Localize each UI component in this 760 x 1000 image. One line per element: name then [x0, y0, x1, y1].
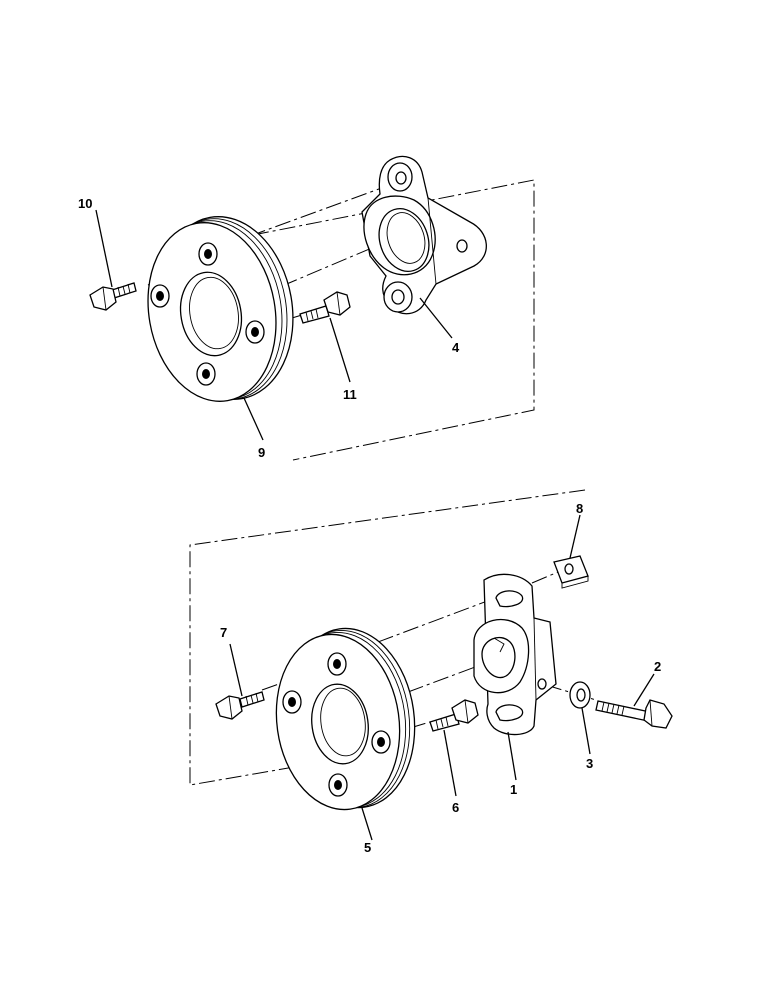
- lower-axis-bolt2: [545, 684, 597, 701]
- leader-8: [569, 514, 581, 559]
- label-2: 2: [654, 659, 661, 674]
- leader-2: [633, 673, 655, 707]
- leader-4: [419, 297, 453, 339]
- part-11-bolt: [299, 291, 351, 324]
- part-8-shim: [553, 555, 589, 589]
- label-5: 5: [364, 840, 371, 855]
- part-4-flange-housing: [361, 155, 487, 315]
- leader-11: [329, 317, 351, 383]
- leader-9: [243, 397, 264, 441]
- lower-axis-shim: [531, 571, 559, 584]
- leader-3: [581, 707, 591, 755]
- label-8: 8: [576, 501, 583, 516]
- part-9-pulley: [147, 216, 294, 402]
- part-7-bolt: [215, 691, 265, 720]
- upper-assembly: 10 11 4 9: [78, 155, 535, 461]
- label-3: 3: [586, 756, 593, 771]
- leader-1: [507, 731, 517, 781]
- label-9: 9: [258, 445, 265, 460]
- leader-5: [361, 807, 373, 841]
- lower-plane-outline: [189, 489, 586, 786]
- label-6: 6: [452, 800, 459, 815]
- label-1: 1: [510, 782, 517, 797]
- leader-6: [443, 729, 457, 797]
- label-10: 10: [78, 196, 92, 211]
- label-4: 4: [452, 340, 460, 355]
- part-3-washer: [569, 681, 591, 709]
- label-7: 7: [220, 625, 227, 640]
- lower-axis-top: [377, 599, 491, 643]
- label-11: 11: [343, 387, 357, 402]
- part-1-bracket: [473, 573, 557, 736]
- part-5-pulley: [275, 627, 416, 811]
- leader-10: [95, 209, 113, 288]
- part-6-bolt: [429, 699, 479, 732]
- part-10-bolt: [89, 282, 137, 311]
- leader-7: [229, 643, 243, 697]
- lower-assembly: 8 7 2 3 6 1 5: [189, 489, 673, 855]
- part-2-bolt: [595, 699, 673, 729]
- upper-axis-center: [281, 235, 401, 287]
